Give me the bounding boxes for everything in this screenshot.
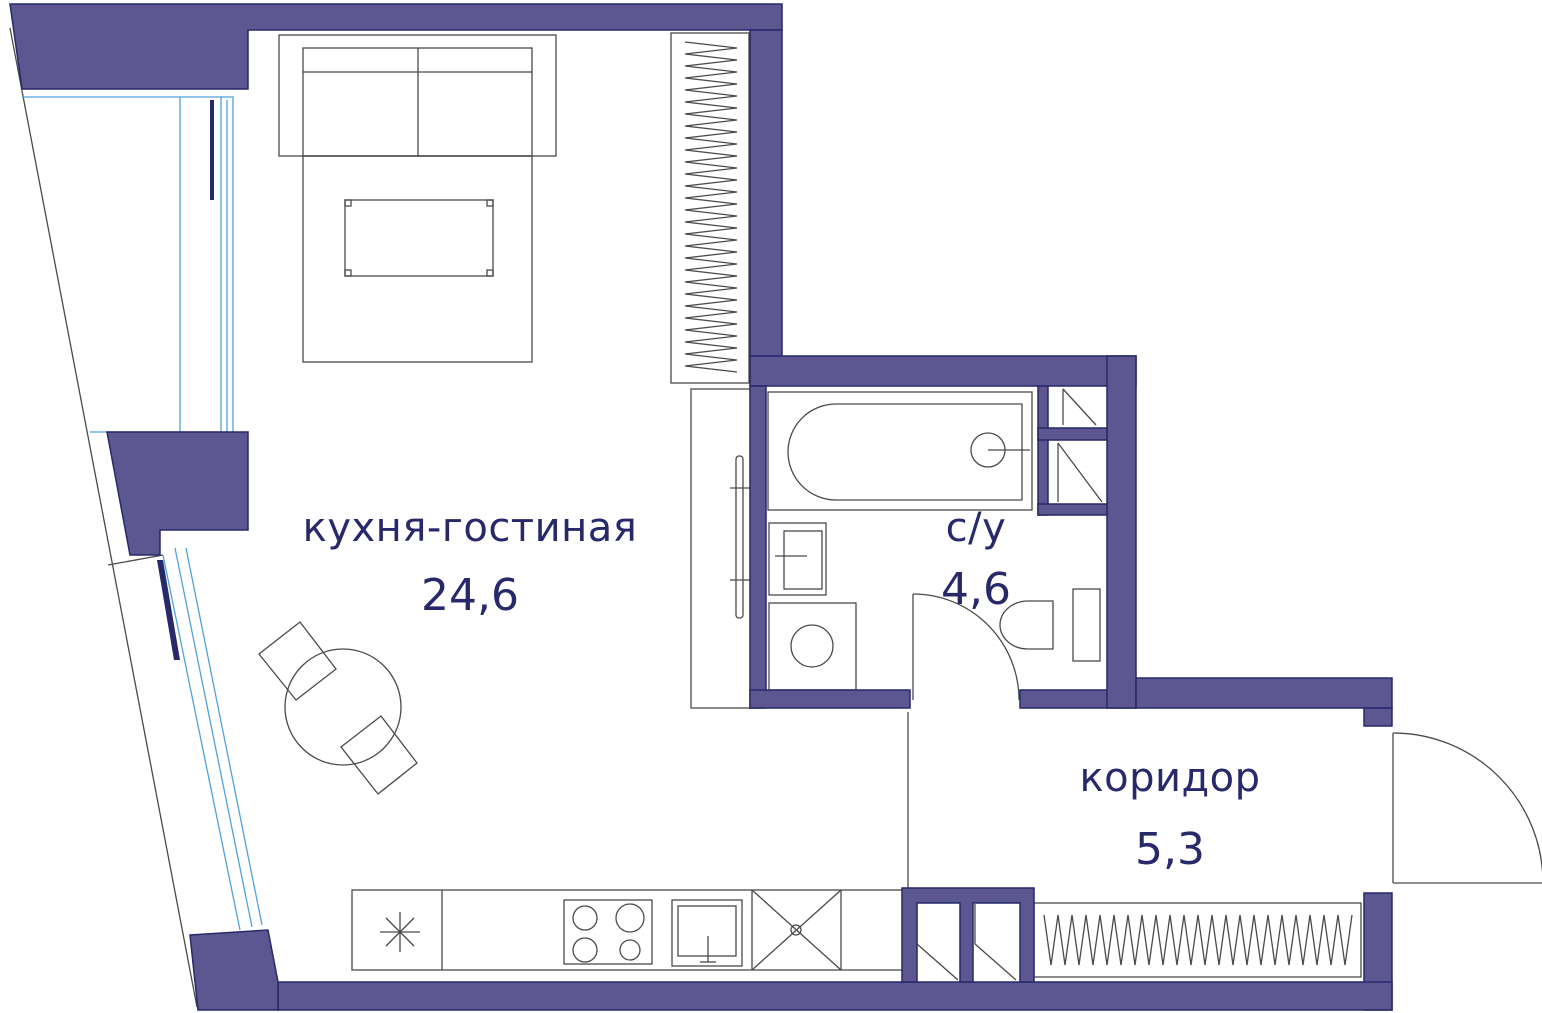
- bath-door: [912, 593, 1020, 701]
- toilet: [999, 588, 1101, 662]
- room-area: 4,6: [941, 564, 1011, 615]
- coffee-table: [344, 199, 494, 277]
- bathtub: [767, 391, 1033, 511]
- room-name: кухня-гостиная: [302, 505, 638, 551]
- wall-bath-bottom-left: [749, 689, 911, 709]
- kitchen-sink: [671, 899, 743, 967]
- dining-chair: [258, 621, 337, 701]
- wall-bath-left: [749, 385, 767, 709]
- wall-corridor-top: [1135, 677, 1393, 709]
- wall-bottom-left: [189, 929, 279, 1011]
- entrance-door: [1392, 732, 1542, 884]
- window-upper: [22, 96, 234, 436]
- wardrobe-living: [670, 32, 750, 384]
- dining-chair: [340, 715, 418, 795]
- wall-bath-right: [1106, 355, 1137, 709]
- bath-niche: [1057, 388, 1103, 503]
- room-label-corridor: коридор 5,3: [1060, 758, 1280, 872]
- washing-machine: [768, 602, 857, 691]
- asterisk-icon: [380, 912, 420, 952]
- dining-table: [284, 648, 402, 766]
- wall-living-right: [749, 29, 783, 357]
- wall-niche-bottom: [1037, 503, 1108, 516]
- wall-door-jamb: [1363, 707, 1393, 727]
- wall-hall-niches: [901, 887, 1035, 983]
- window-lower: [107, 547, 263, 931]
- wall-niche: [1037, 385, 1049, 516]
- kitchen-column: [690, 388, 752, 709]
- facade-line: [9, 27, 198, 1008]
- column-handle: [735, 455, 744, 619]
- room-label-bathroom: с/у 4,6: [916, 508, 1036, 612]
- room-area: 24,6: [421, 570, 519, 621]
- kitchen-counter: [351, 889, 909, 971]
- wall-bottom: [277, 981, 1393, 1011]
- fixtures: [9, 27, 1542, 1008]
- cooktop: [563, 899, 653, 965]
- room-label-living: кухня-гостиная 24,6: [290, 508, 650, 618]
- bath-sink: [768, 522, 827, 596]
- dishwasher: [751, 889, 842, 971]
- wall-niche-shelf: [1037, 427, 1108, 441]
- room-name: коридор: [1079, 755, 1261, 801]
- walls: [9, 3, 1393, 1011]
- wardrobe-hangers: [684, 41, 738, 373]
- rug: [302, 155, 533, 363]
- room-area: 5,3: [1135, 824, 1205, 875]
- sofa: [278, 34, 557, 157]
- wall-top: [9, 3, 783, 90]
- wall-left-pier: [106, 431, 249, 556]
- wall-bath-top: [749, 355, 1137, 387]
- wardrobe-hangers: [1043, 914, 1353, 966]
- room-name: с/у: [945, 505, 1007, 551]
